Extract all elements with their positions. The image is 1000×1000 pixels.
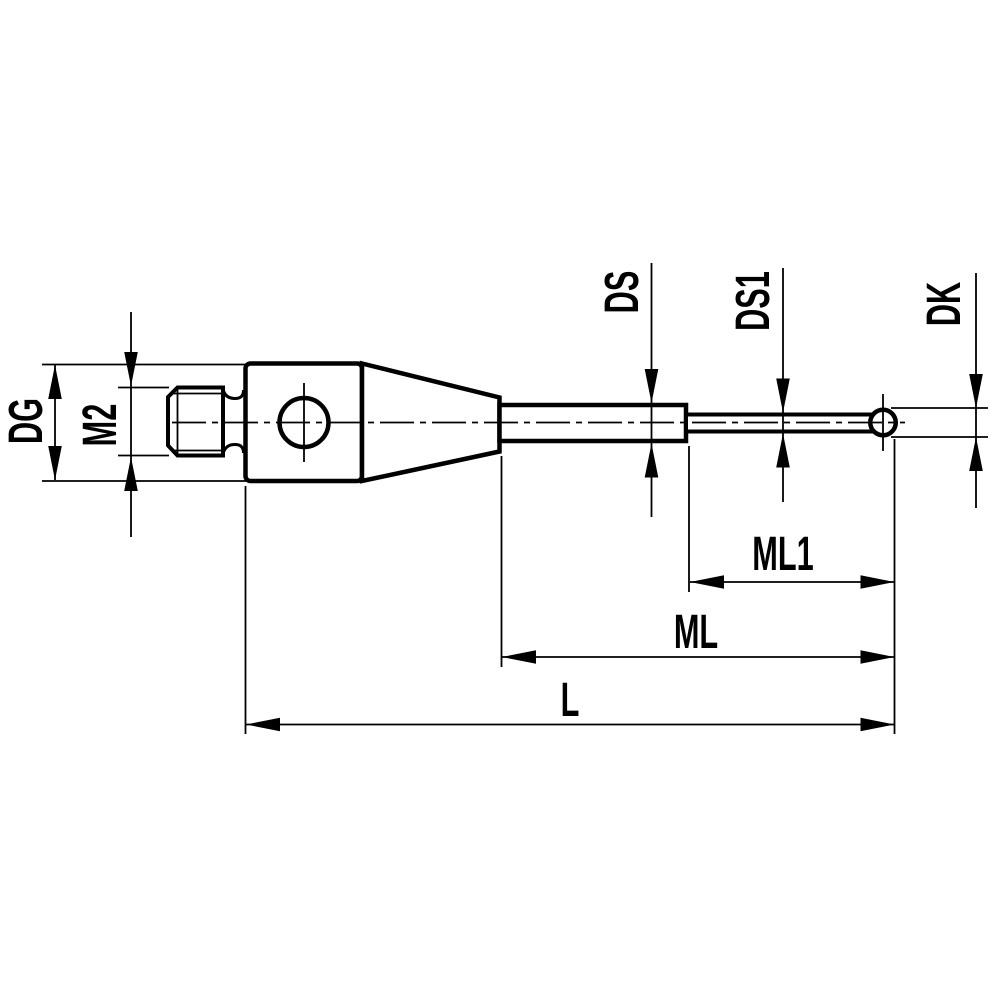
- label-ml: ML: [674, 605, 718, 659]
- taper-section: [359, 360, 502, 484]
- dk-arrow-down: [969, 374, 983, 408]
- l-arrow-right: [860, 717, 895, 732]
- dimension-arrows: [48, 352, 983, 732]
- thread-stud: [166, 385, 225, 458]
- ds-arrow-down: [644, 369, 659, 403]
- extension-lines: [42, 363, 988, 734]
- ml-arrow-left: [502, 650, 536, 664]
- thread-relief-neck-bottom: [221, 442, 245, 455]
- l-arrow-left: [246, 717, 280, 732]
- ds1-arrow-up: [776, 433, 790, 468]
- label-dk: DK: [917, 282, 971, 326]
- ds-arrow-up: [644, 443, 659, 478]
- dimension-labels: DG M2 DS DS1 DK ML1 ML L: [0, 271, 971, 727]
- m2-arrow-up: [124, 457, 138, 491]
- dg-arrow-down: [48, 446, 62, 480]
- ml1-arrow-right: [860, 575, 895, 589]
- dg-arrow-up: [48, 365, 62, 399]
- dk-arrow-up: [969, 437, 983, 471]
- label-dg: DG: [0, 398, 53, 444]
- ml1-arrow-left: [690, 575, 724, 589]
- label-l: L: [561, 673, 580, 727]
- label-ds: DS: [595, 271, 649, 314]
- center-lines: [172, 383, 905, 462]
- m2-arrow-down: [124, 352, 138, 386]
- ds1-arrow-down: [776, 378, 790, 413]
- ml-arrow-right: [860, 650, 895, 664]
- label-ds1: DS1: [726, 271, 780, 331]
- label-m2: M2: [73, 404, 127, 447]
- dimension-lines: [54, 263, 977, 726]
- label-ml1: ML1: [752, 527, 813, 581]
- thread-relief-neck-top: [221, 388, 245, 401]
